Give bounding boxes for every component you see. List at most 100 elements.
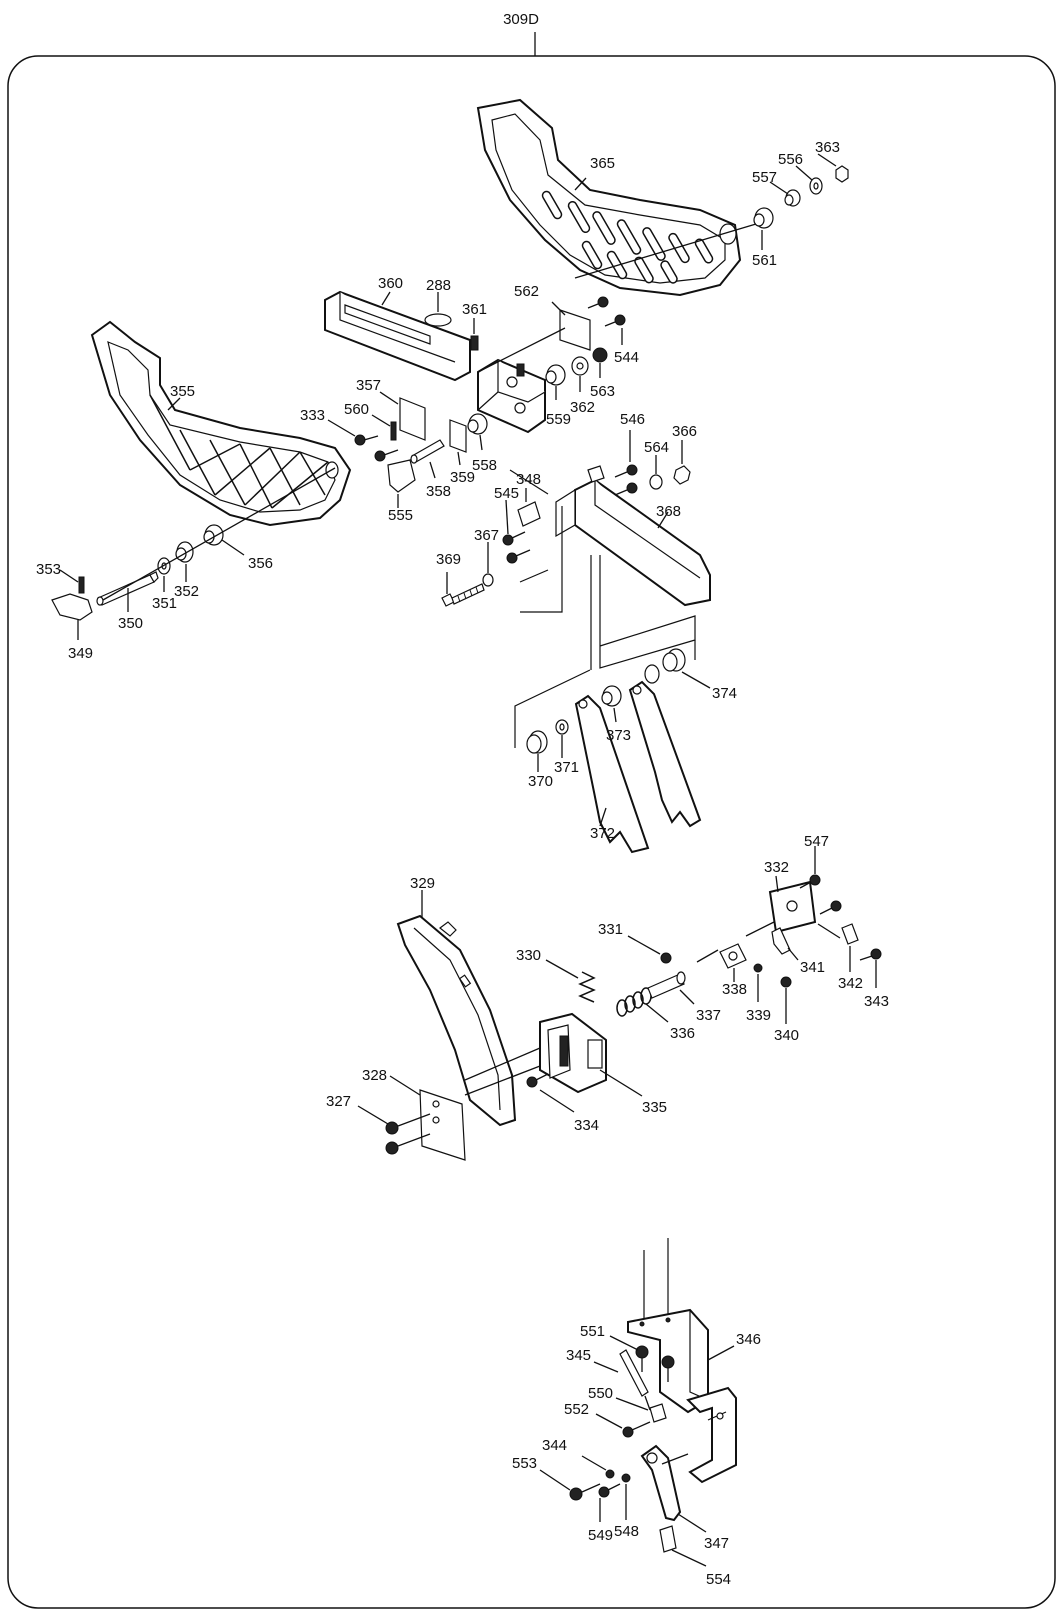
arm-bar-360 bbox=[324, 290, 471, 382]
part-label: 346 bbox=[736, 1331, 761, 1348]
part-label: 360 bbox=[378, 275, 403, 292]
clip-550 bbox=[649, 1403, 667, 1423]
bushing-356 bbox=[203, 524, 224, 546]
guard-arm-355 bbox=[90, 320, 352, 527]
leader-336 bbox=[645, 1003, 669, 1023]
part-label: 327 bbox=[326, 1093, 351, 1110]
part-label: 555 bbox=[388, 507, 413, 524]
leader-551 bbox=[609, 1335, 639, 1351]
part-label: 367 bbox=[474, 527, 499, 544]
screws-545 bbox=[502, 531, 531, 564]
screw-555a bbox=[374, 449, 399, 462]
pad-upper bbox=[587, 465, 605, 483]
leader-334 bbox=[539, 1089, 575, 1113]
leader-557 bbox=[769, 181, 789, 195]
part-label: 328 bbox=[362, 1067, 387, 1084]
part-label: 336 bbox=[670, 1025, 695, 1042]
leader-356 bbox=[221, 539, 245, 556]
plate-328 bbox=[419, 1089, 466, 1161]
leader-344 bbox=[581, 1455, 607, 1471]
part-label: 373 bbox=[606, 727, 631, 744]
part-label: 366 bbox=[672, 423, 697, 440]
pad-348 bbox=[517, 501, 541, 527]
nut-331 bbox=[660, 952, 672, 964]
part-label: 345 bbox=[566, 1347, 591, 1364]
nut-366 bbox=[673, 465, 691, 485]
leader-363 bbox=[817, 153, 837, 167]
part-label: 352 bbox=[174, 583, 199, 600]
part-label: 358 bbox=[426, 483, 451, 500]
part-label: 546 bbox=[620, 411, 645, 428]
plate-357 bbox=[399, 397, 426, 441]
leader-550 bbox=[615, 1397, 649, 1411]
assembly-line-335b bbox=[464, 1065, 541, 1096]
bracket-338-hole bbox=[728, 951, 738, 961]
part-label: 342 bbox=[838, 975, 863, 992]
part-label: 341 bbox=[800, 959, 825, 976]
part-label: 548 bbox=[614, 1523, 639, 1540]
diagram-title: 309D bbox=[503, 11, 539, 28]
blade-guard-329 bbox=[396, 914, 517, 1127]
pin-337 bbox=[647, 971, 686, 999]
set-screw-block bbox=[516, 363, 525, 377]
part-label: 550 bbox=[588, 1385, 613, 1402]
leader-368 bbox=[657, 511, 669, 529]
screws-544 bbox=[587, 296, 626, 327]
part-label: 549 bbox=[588, 1527, 613, 1544]
part-label: 562 bbox=[514, 283, 539, 300]
leader-332 bbox=[775, 875, 779, 893]
screws-551 bbox=[635, 1345, 675, 1382]
guard-arm-365 bbox=[476, 98, 742, 297]
part-label: 370 bbox=[528, 773, 553, 790]
screw-332b bbox=[819, 900, 842, 915]
bracket-335 bbox=[539, 1012, 607, 1094]
nut-363 bbox=[835, 165, 849, 183]
leader-345 bbox=[593, 1361, 619, 1373]
part-label: 362 bbox=[570, 399, 595, 416]
washer-344 bbox=[605, 1469, 615, 1479]
part-label: 333 bbox=[300, 407, 325, 424]
part-label: 553 bbox=[512, 1455, 537, 1472]
plate-332 bbox=[768, 880, 817, 934]
washer-556 bbox=[809, 177, 823, 195]
bushing-558 bbox=[467, 413, 488, 435]
part-label: 335 bbox=[642, 1099, 667, 1116]
part-label: 349 bbox=[68, 645, 93, 662]
part-label: 371 bbox=[554, 759, 579, 776]
assembly-line-341 bbox=[745, 921, 775, 937]
leader-337 bbox=[679, 989, 695, 1005]
washer-367 bbox=[482, 573, 494, 587]
screw-549 bbox=[598, 1483, 621, 1498]
washer-548 bbox=[621, 1473, 631, 1483]
part-label: 355 bbox=[170, 383, 195, 400]
leader-333 bbox=[327, 419, 356, 437]
part-label: 351 bbox=[152, 595, 177, 612]
assembly-line-347 bbox=[661, 1453, 689, 1465]
clip-341 bbox=[771, 927, 791, 955]
spring-370 bbox=[526, 730, 548, 754]
leader-359 bbox=[457, 451, 461, 466]
assembly-line-342 bbox=[817, 923, 841, 939]
screw-343-shank bbox=[859, 955, 873, 961]
part-label: 331 bbox=[598, 921, 623, 938]
assembly-lines-upper bbox=[509, 469, 696, 748]
leader-556 bbox=[795, 165, 813, 181]
leader-355 bbox=[167, 397, 181, 411]
leader-372 bbox=[599, 807, 607, 827]
leader-330 bbox=[545, 959, 579, 979]
leader-357 bbox=[379, 391, 399, 405]
screws-327 bbox=[385, 1113, 431, 1155]
leader-554 bbox=[671, 1549, 707, 1567]
assembly-line-562 bbox=[477, 327, 566, 373]
part-label: 556 bbox=[778, 151, 803, 168]
handle-349 bbox=[51, 593, 93, 621]
washer-371 bbox=[555, 719, 569, 735]
part-label: 554 bbox=[706, 1571, 731, 1588]
nut-563 bbox=[592, 347, 608, 363]
set-screw-361 bbox=[470, 335, 479, 351]
arm-bar-368 bbox=[555, 478, 711, 607]
part-label: 343 bbox=[864, 993, 889, 1010]
bushing-373 bbox=[601, 685, 622, 707]
screw-343 bbox=[870, 948, 882, 960]
